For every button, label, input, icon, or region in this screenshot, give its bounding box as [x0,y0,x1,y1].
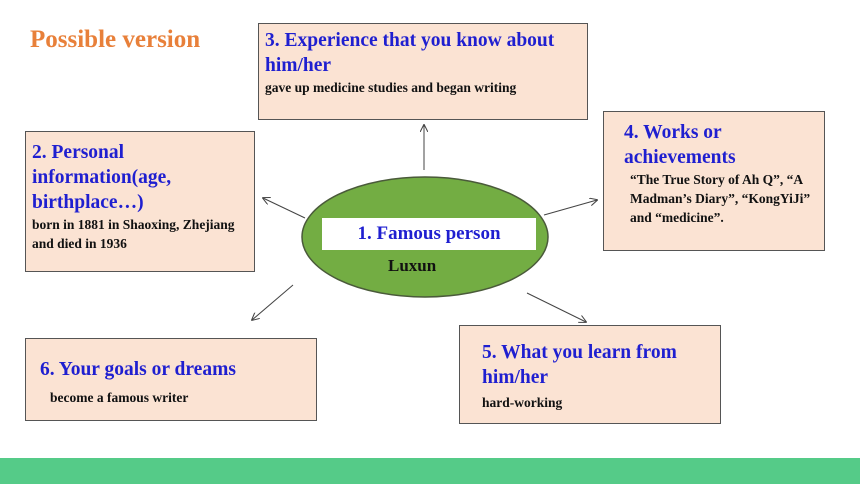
experience-title: 3. Experience that you know about him/he… [265,30,555,76]
works-detail: “The True Story of Ah Q”, “A Madman’s Di… [630,172,811,225]
personal-info-box: 2. Personal information(age, birthplace…… [25,131,255,272]
experience-box: 3. Experience that you know about him/he… [258,23,588,120]
personal-info-title: 2. Personal information(age, birthplace…… [32,142,172,213]
works-title: 4. Works or achievements [624,122,736,168]
arrow-to-learn [526,292,586,322]
center-name: Luxun [388,256,437,275]
experience-detail: gave up medicine studies and began writi… [265,80,517,95]
arrow-to-personal [263,198,306,219]
goals-box: 6. Your goals or dreams become a famous … [25,338,317,421]
works-box: 4. Works or achievements “The True Story… [603,111,825,251]
arrow-to-goals [252,284,294,320]
learn-detail: hard-working [482,395,563,410]
personal-info-detail: born in 1881 in Shaoxing, Zhejiang and d… [32,217,235,251]
page-heading: Possible version [30,26,201,53]
center-label: 1. Famous person [322,218,536,250]
goals-title: 6. Your goals or dreams [40,359,236,380]
footer-bar [0,458,860,484]
goals-detail: become a famous writer [50,390,189,405]
learn-box: 5. What you learn from him/her hard-work… [459,325,721,424]
arrow-to-works [543,200,597,216]
learn-title: 5. What you learn from him/her [482,342,677,388]
